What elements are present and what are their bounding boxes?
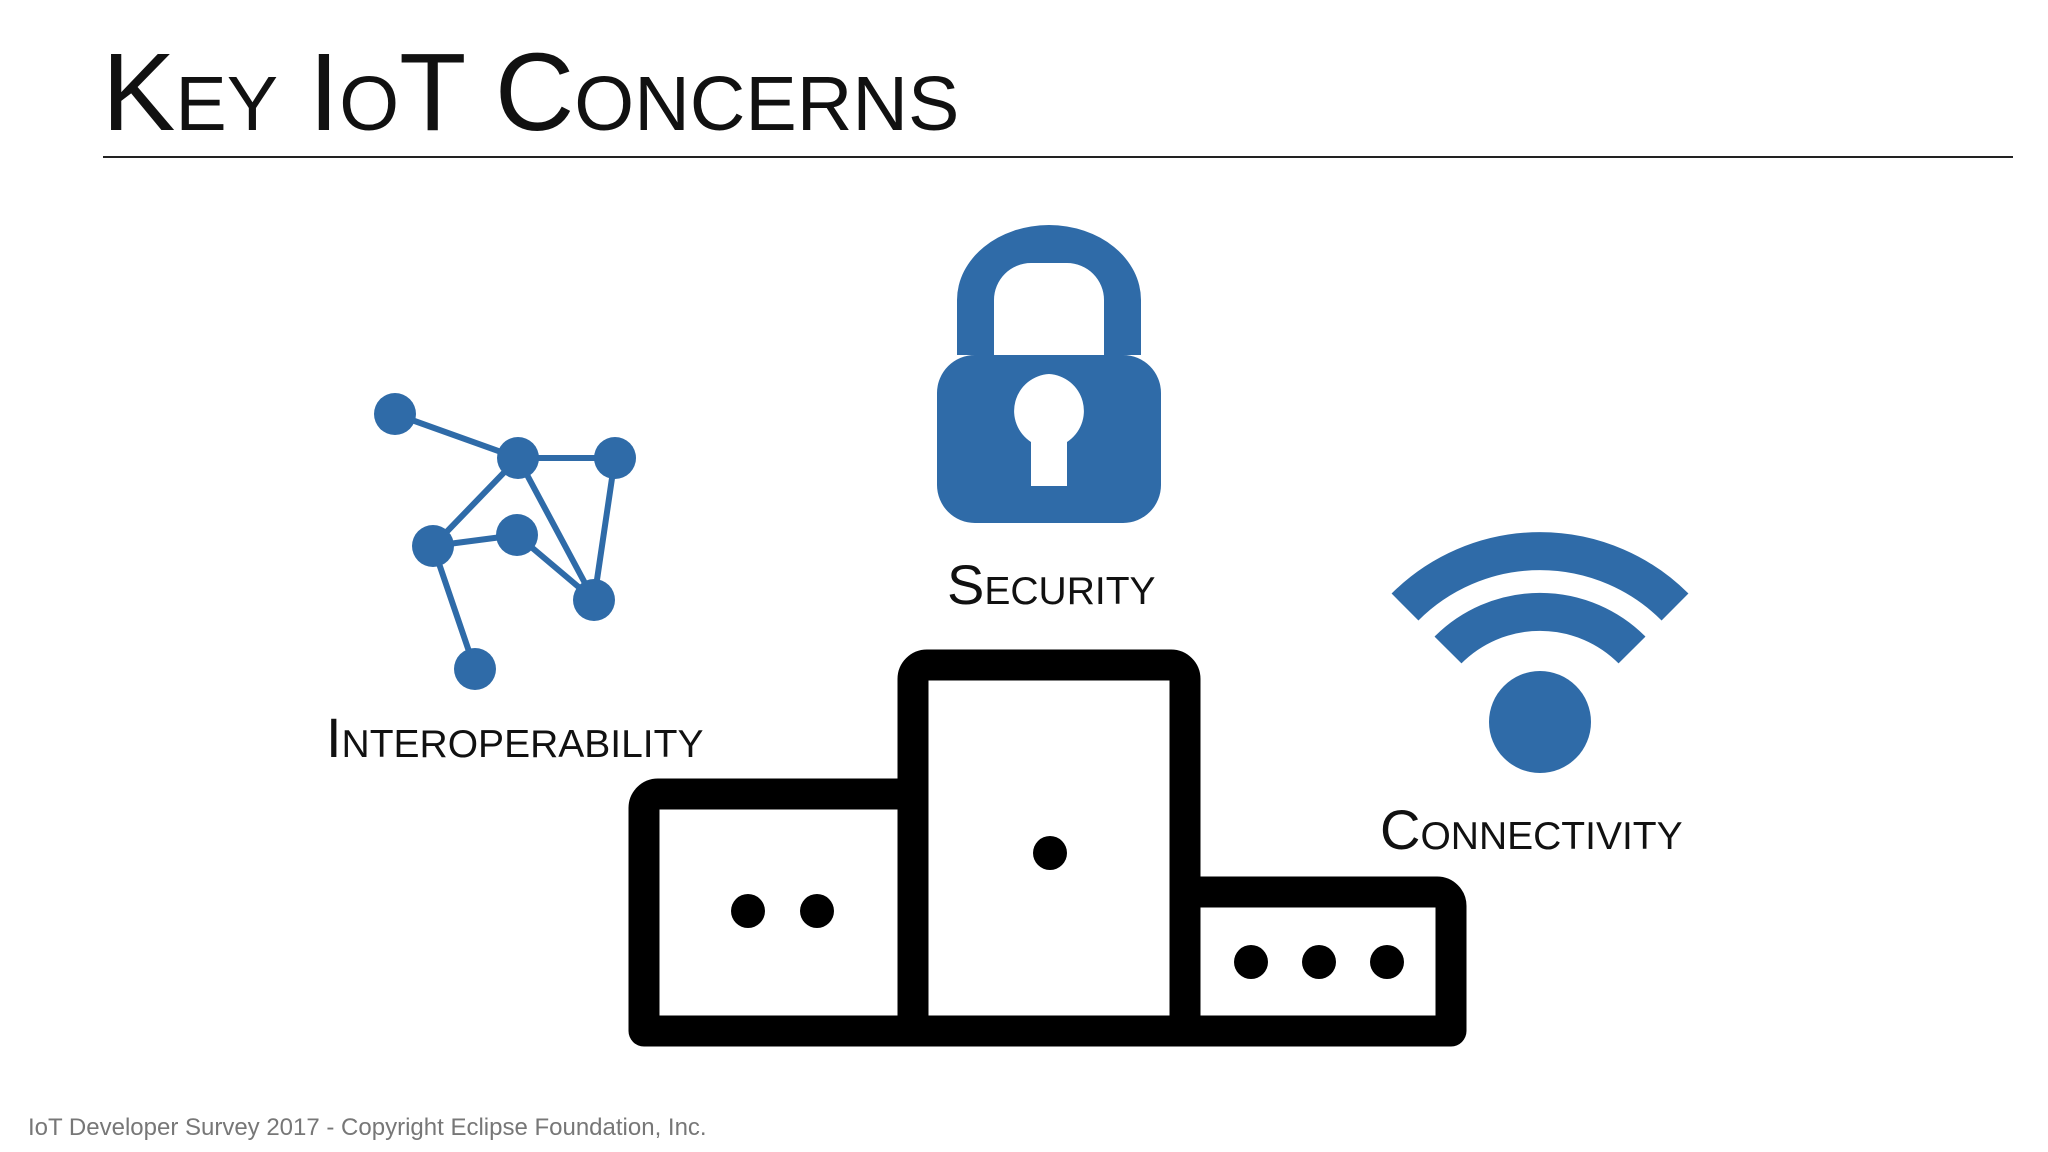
connectivity-label: Connectivity bbox=[1380, 798, 1683, 861]
interoperability-label: Interoperability bbox=[326, 706, 704, 769]
first-place-dot bbox=[1033, 836, 1067, 870]
title-divider bbox=[103, 156, 2013, 158]
wifi-icon bbox=[1391, 532, 1689, 773]
second-place-dots bbox=[731, 894, 834, 928]
third-place-dots bbox=[1234, 945, 1404, 979]
podium-icon bbox=[628, 649, 1467, 1047]
footer-copyright: IoT Developer Survey 2017 - Copyright Ec… bbox=[28, 1114, 707, 1141]
slide-title: Key IoT Concerns bbox=[102, 31, 960, 154]
security-label: Security bbox=[947, 553, 1156, 616]
padlock-icon bbox=[937, 225, 1161, 523]
network-graph-icon bbox=[374, 393, 636, 690]
